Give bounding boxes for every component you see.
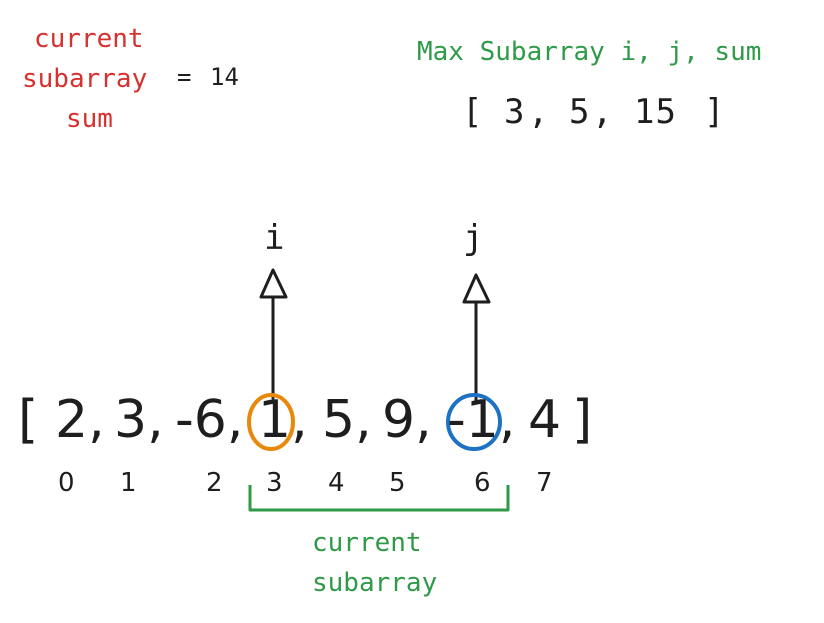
current-subarray-brace xyxy=(248,485,510,512)
current-sum-value: 14 xyxy=(210,63,239,91)
array-element-0: 2, xyxy=(55,390,105,450)
array-element-1: 3, xyxy=(114,390,164,450)
array-index-1: 1 xyxy=(120,468,137,498)
array-index-2: 2 xyxy=(206,468,223,498)
current-subarray-label-line1: current xyxy=(312,528,422,558)
current-sum-equals: = xyxy=(177,63,192,91)
current-sum-label-line2: subarray xyxy=(22,64,148,94)
array-element-3: 1, xyxy=(258,390,308,450)
current-subarray-label-line2: subarray xyxy=(312,568,438,598)
element-i-highlight-circle xyxy=(247,393,295,451)
max-subarray-sep1: , xyxy=(528,92,550,132)
array-element-5: 9, xyxy=(382,390,432,450)
array-element-6: -1, xyxy=(447,390,516,450)
max-subarray-i: 3 xyxy=(504,92,526,132)
current-sum-label-line3: sum xyxy=(66,104,113,134)
pointer-j-arrow-head xyxy=(462,273,491,304)
array-element-7: 4 xyxy=(528,390,562,450)
current-sum-label-line1: current xyxy=(34,24,144,54)
array-element-4: 5, xyxy=(322,390,372,450)
array-index-3: 3 xyxy=(266,468,283,498)
max-subarray-close-bracket: ] xyxy=(704,92,726,132)
array-open-bracket: [ xyxy=(18,390,39,450)
array-index-4: 4 xyxy=(328,468,345,498)
max-subarray-j: 5 xyxy=(569,92,591,132)
pointer-i-label: i xyxy=(264,218,285,258)
array-index-6: 6 xyxy=(474,468,491,498)
element-j-highlight-circle xyxy=(446,393,502,451)
max-subarray-sum: 15 xyxy=(634,92,677,132)
array-index-5: 5 xyxy=(389,468,406,498)
array-close-bracket: ] xyxy=(572,390,593,450)
max-subarray-open-bracket: [ xyxy=(462,92,484,132)
max-subarray-title: Max Subarray i, j, sum xyxy=(417,37,762,67)
pointer-j-label: j xyxy=(463,218,484,258)
pointer-i-arrow-head xyxy=(259,268,288,299)
array-index-0: 0 xyxy=(58,468,75,498)
max-subarray-sep2: , xyxy=(592,92,614,132)
array-index-7: 7 xyxy=(536,468,553,498)
array-element-2: -6, xyxy=(175,390,244,450)
